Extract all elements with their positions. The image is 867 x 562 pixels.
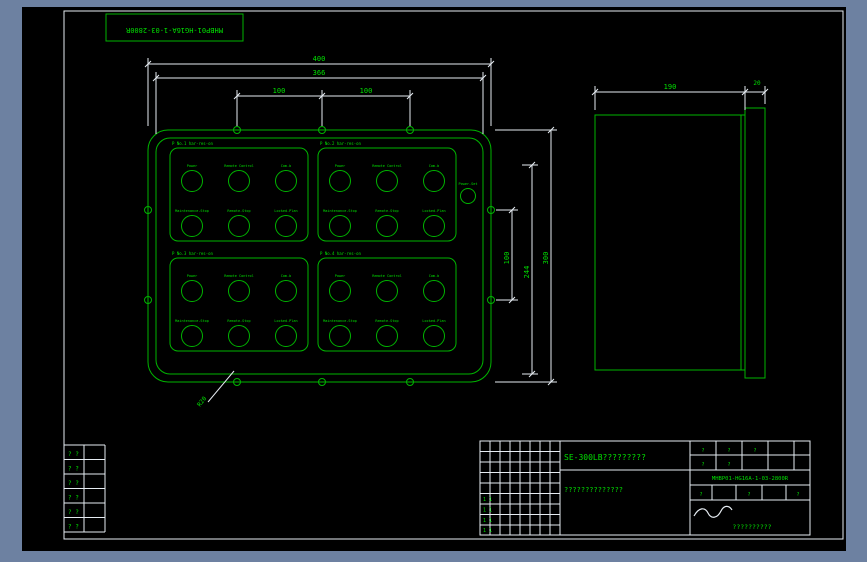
panel-3-header: P No.3 har-res-on (172, 251, 214, 256)
panel-1-header: P No.1 har-res-on (172, 141, 214, 146)
title-cell: ? (747, 492, 750, 498)
mounting-hole (318, 126, 326, 134)
dim-lines (144, 58, 495, 126)
title-block: SE-300LB????????? ?????????????? MHBP01-… (479, 440, 811, 536)
dim-text: 366 (313, 69, 326, 77)
front-outer-outline (147, 129, 492, 383)
qty-cell: 1 1 (483, 528, 492, 534)
aux-circle (460, 188, 476, 204)
dimensions-front: 400 366 100 100 100 244 300 R20 (144, 55, 557, 408)
signature-stamp-mark (693, 505, 733, 518)
title-block-right-rows (689, 441, 810, 535)
mounting-hole (233, 378, 241, 386)
revision-row: ? ? (68, 466, 79, 473)
mounting-hole (233, 126, 241, 134)
dim-text: 20 (753, 80, 761, 87)
mounting-hole (406, 126, 414, 134)
dim-inner-width: 366 (152, 69, 487, 134)
front-view: P No.1 har-res-on P No.2 har-res-on P No… (144, 126, 495, 386)
dim-lines (591, 86, 749, 110)
stamp-text: ?????????? (732, 523, 771, 531)
dim-text: 300 (542, 252, 550, 265)
revision-row: ? ? (68, 480, 79, 487)
dim-text: 100 (503, 252, 511, 265)
mounting-hole (406, 378, 414, 386)
front-inner-outline (155, 137, 484, 375)
dim-lines (522, 161, 538, 378)
mounting-hole (144, 296, 152, 304)
leader-line (207, 370, 235, 403)
dim-lines (496, 206, 518, 304)
title-cell: ? (796, 492, 799, 498)
qty-cell: 1 1 (483, 497, 492, 503)
dim-text: 100 (273, 87, 286, 95)
subtitle-text: ?????????????? (564, 486, 623, 494)
drawing-number-text: MHBP01-HG16A-1-03-2800R (712, 476, 789, 482)
qty-cell: 1 1 (483, 518, 492, 524)
mounting-hole (487, 206, 495, 214)
title-block-right-columns (711, 441, 795, 500)
dim-side-depth: 190 (591, 83, 749, 110)
title-cell: ? (727, 462, 730, 468)
dim-text: 400 (313, 55, 326, 63)
mounting-hole (318, 378, 326, 386)
aux-circle-label: Power-Set (459, 182, 478, 186)
mounting-holes (144, 126, 495, 386)
dim-text: 100 (360, 87, 373, 95)
mounting-hole (487, 296, 495, 304)
revision-row: ? ? (68, 451, 79, 458)
dim-lines (745, 86, 769, 104)
panel-2-header: P No.2 har-res-on (320, 141, 362, 146)
dim-right-hole-pitch: 100 (496, 206, 518, 304)
qty-cell: 1 1 (483, 508, 492, 514)
mounting-hole (144, 206, 152, 214)
dim-lines (495, 126, 557, 386)
revision-table-grid (64, 444, 106, 533)
side-flange-outline (744, 107, 766, 379)
dim-overall-height: 300 (495, 126, 557, 386)
sheet-border (63, 10, 844, 540)
revision-row: ? ? (68, 524, 79, 531)
revision-row: ? ? (68, 495, 79, 502)
model-space-background (22, 7, 846, 551)
title-cell: ? (701, 448, 704, 454)
title-cell: ? (727, 448, 730, 454)
dim-text: 190 (664, 83, 677, 91)
dim-right-inner: 244 (522, 161, 538, 378)
revision-table: ? ? ? ? ? ? ? ? ? ? ? ? (64, 444, 106, 533)
dim-hole-pitches-top: 100 100 (233, 87, 414, 126)
dim-lines (152, 72, 487, 134)
title-cell: ? (699, 492, 702, 498)
part-number-rotated-text: MHBP01-HG16A-1-03-2800R (125, 26, 223, 34)
revision-row: ? ? (68, 509, 79, 516)
title-block-left-columns (489, 441, 561, 535)
panel-4-header: P No.4 har-res-on (320, 251, 362, 256)
title-cell: ? (753, 448, 756, 454)
dim-side-flange: 20 (745, 80, 769, 104)
side-view: 190 20 (591, 80, 769, 379)
title-block-outline (479, 440, 811, 536)
title-cell: ? (701, 462, 704, 468)
part-number-outline (105, 13, 244, 42)
part-number-box: MHBP01-HG16A-1-03-2800R (105, 13, 244, 42)
model-text: SE-300LB????????? (564, 453, 646, 462)
dim-lines (233, 90, 414, 126)
dim-text: 244 (523, 266, 531, 279)
dim-overall-width: 400 (144, 55, 495, 126)
